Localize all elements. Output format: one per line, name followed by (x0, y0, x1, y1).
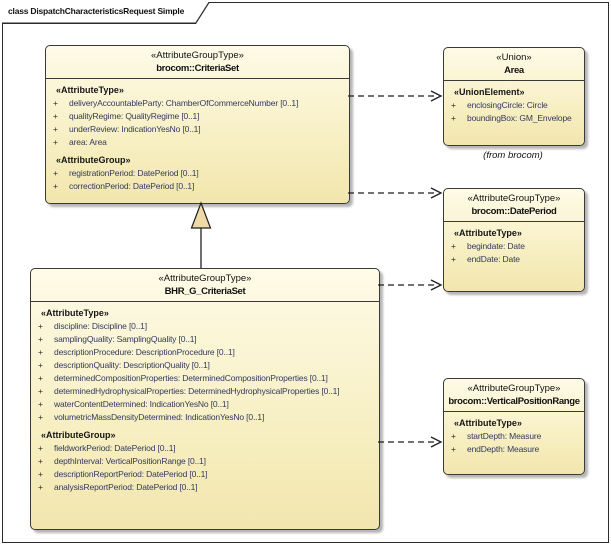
class-name: brocom::CriteriaSet (156, 63, 239, 74)
visibility-marker: + (38, 373, 43, 383)
visibility-marker: + (38, 456, 43, 466)
section-label: «AttributeType» (56, 85, 124, 95)
visibility-marker: + (53, 124, 58, 134)
attributes-compartment: «UnionElement» +enclosingCircle: Circle … (444, 81, 584, 125)
class-header: «AttributeGroupType» brocom::VerticalPos… (444, 379, 584, 412)
attributes-compartment: «AttributeType» +begindate: Date +endDat… (444, 222, 584, 266)
visibility-marker: + (53, 98, 58, 108)
visibility-marker: + (451, 241, 456, 251)
visibility-marker: + (38, 360, 43, 370)
visibility-marker: + (53, 111, 58, 121)
attribute-row[interactable]: +determinedHydrophysicalProperties: Dete… (31, 385, 377, 398)
from-package-note: (from brocom) (483, 150, 543, 161)
visibility-marker: + (53, 181, 58, 191)
section-label: «AttributeGroup» (41, 430, 116, 440)
visibility-marker: + (38, 482, 43, 492)
attribute-row[interactable]: +underReview: IndicationYesNo [0..1] (46, 123, 347, 136)
visibility-marker: + (451, 431, 456, 441)
class-area[interactable]: «Union» Area «UnionElement» +enclosingCi… (443, 47, 585, 146)
attribute-row[interactable]: +endDepth: Measure (444, 443, 582, 456)
class-header: «AttributeGroupType» brocom::DatePeriod (444, 189, 584, 222)
class-stereotype: «AttributeGroupType» (151, 50, 244, 61)
visibility-marker: + (38, 399, 43, 409)
class-header: «Union» Area (444, 48, 584, 81)
visibility-marker: + (38, 321, 43, 331)
class-stereotype: «AttributeGroupType» (158, 273, 252, 284)
class-stereotype: «AttributeGroupType» (467, 193, 561, 204)
visibility-marker: + (38, 443, 43, 453)
visibility-marker: + (451, 444, 456, 454)
class-header: «AttributeGroupType» brocom::CriteriaSet (46, 46, 349, 79)
attribute-row[interactable]: +registrationPeriod: DatePeriod [0..1] (46, 167, 347, 180)
class-name: BHR_G_CriteriaSet (164, 286, 246, 297)
class-name: brocom::DatePeriod (471, 206, 557, 217)
attribute-row[interactable]: +descriptionReportPeriod: DatePeriod [0.… (31, 468, 377, 481)
class-name: brocom::VerticalPositionRange (448, 396, 580, 407)
class-stereotype: «Union» (496, 52, 532, 63)
attribute-row[interactable]: +boundingBox: GM_Envelope (444, 112, 582, 125)
attribute-row[interactable]: +enclosingCircle: Circle (444, 99, 582, 112)
class-brocom-verticalpositionrange[interactable]: «AttributeGroupType» brocom::VerticalPos… (443, 378, 585, 475)
visibility-marker: + (38, 386, 43, 396)
section-label: «UnionElement» (454, 87, 525, 97)
class-bhr-g-criteriaset[interactable]: «AttributeGroupType» BHR_G_CriteriaSet «… (30, 268, 380, 530)
attribute-row[interactable]: +startDepth: Measure (444, 430, 582, 443)
attributes-compartment: «AttributeType» +startDepth: Measure +en… (444, 412, 584, 456)
diagram-title: class DispatchCharacteristicsRequest Sim… (8, 6, 185, 16)
class-brocom-dateperiod[interactable]: «AttributeGroupType» brocom::DatePeriod … (443, 188, 585, 292)
visibility-marker: + (451, 100, 456, 110)
attribute-row[interactable]: +area: Area (46, 136, 347, 149)
section-label: «AttributeType» (454, 228, 522, 238)
attribute-row[interactable]: +samplingQuality: SamplingQuality [0..1] (31, 333, 377, 346)
visibility-marker: + (38, 412, 43, 422)
visibility-marker: + (451, 113, 456, 123)
attribute-row[interactable]: +analysisReportPeriod: DatePeriod [0..1] (31, 481, 377, 494)
class-header: «AttributeGroupType» BHR_G_CriteriaSet (31, 269, 379, 302)
attribute-row[interactable]: +waterContentDetermined: IndicationYesNo… (31, 398, 377, 411)
attributes-compartment: «AttributeType» +discipline: Discipline … (31, 302, 379, 494)
attribute-row[interactable]: +determinedCompositionProperties: Determ… (31, 372, 377, 385)
section-label: «AttributeGroup» (56, 155, 131, 165)
visibility-marker: + (53, 168, 58, 178)
attribute-row[interactable]: +discipline: Discipline [0..1] (31, 320, 377, 333)
attribute-row[interactable]: +endDate: Date (444, 253, 582, 266)
attribute-row[interactable]: +depthInterval: VerticalPositionRange [0… (31, 455, 377, 468)
class-stereotype: «AttributeGroupType» (467, 383, 561, 394)
class-brocom-criteriaset[interactable]: «AttributeGroupType» brocom::CriteriaSet… (45, 45, 350, 204)
attributes-compartment: «AttributeType» +deliveryAccountablePart… (46, 79, 349, 193)
attribute-row[interactable]: +correctionPeriod: DatePeriod [0..1] (46, 180, 347, 193)
diagram-frame-tab: class DispatchCharacteristicsRequest Sim… (2, 2, 210, 24)
section-label: «AttributeType» (41, 308, 109, 318)
visibility-marker: + (451, 254, 456, 264)
attribute-row[interactable]: +fieldworkPeriod: DatePeriod [0..1] (31, 442, 377, 455)
attribute-row[interactable]: +volumetricMassDensityDetermined: Indica… (31, 411, 377, 424)
visibility-marker: + (38, 347, 43, 357)
attribute-row[interactable]: +qualityRegime: QualityRegime [0..1] (46, 110, 347, 123)
class-name: Area (504, 65, 524, 76)
visibility-marker: + (38, 469, 43, 479)
visibility-marker: + (38, 334, 43, 344)
attribute-row[interactable]: +begindate: Date (444, 240, 582, 253)
section-label: «AttributeType» (454, 418, 522, 428)
visibility-marker: + (53, 137, 58, 147)
attribute-row[interactable]: +deliveryAccountableParty: ChamberOfComm… (46, 97, 347, 110)
attribute-row[interactable]: +descriptionProcedure: DescriptionProced… (31, 346, 377, 359)
attribute-row[interactable]: +descriptionQuality: DescriptionQuality … (31, 359, 377, 372)
